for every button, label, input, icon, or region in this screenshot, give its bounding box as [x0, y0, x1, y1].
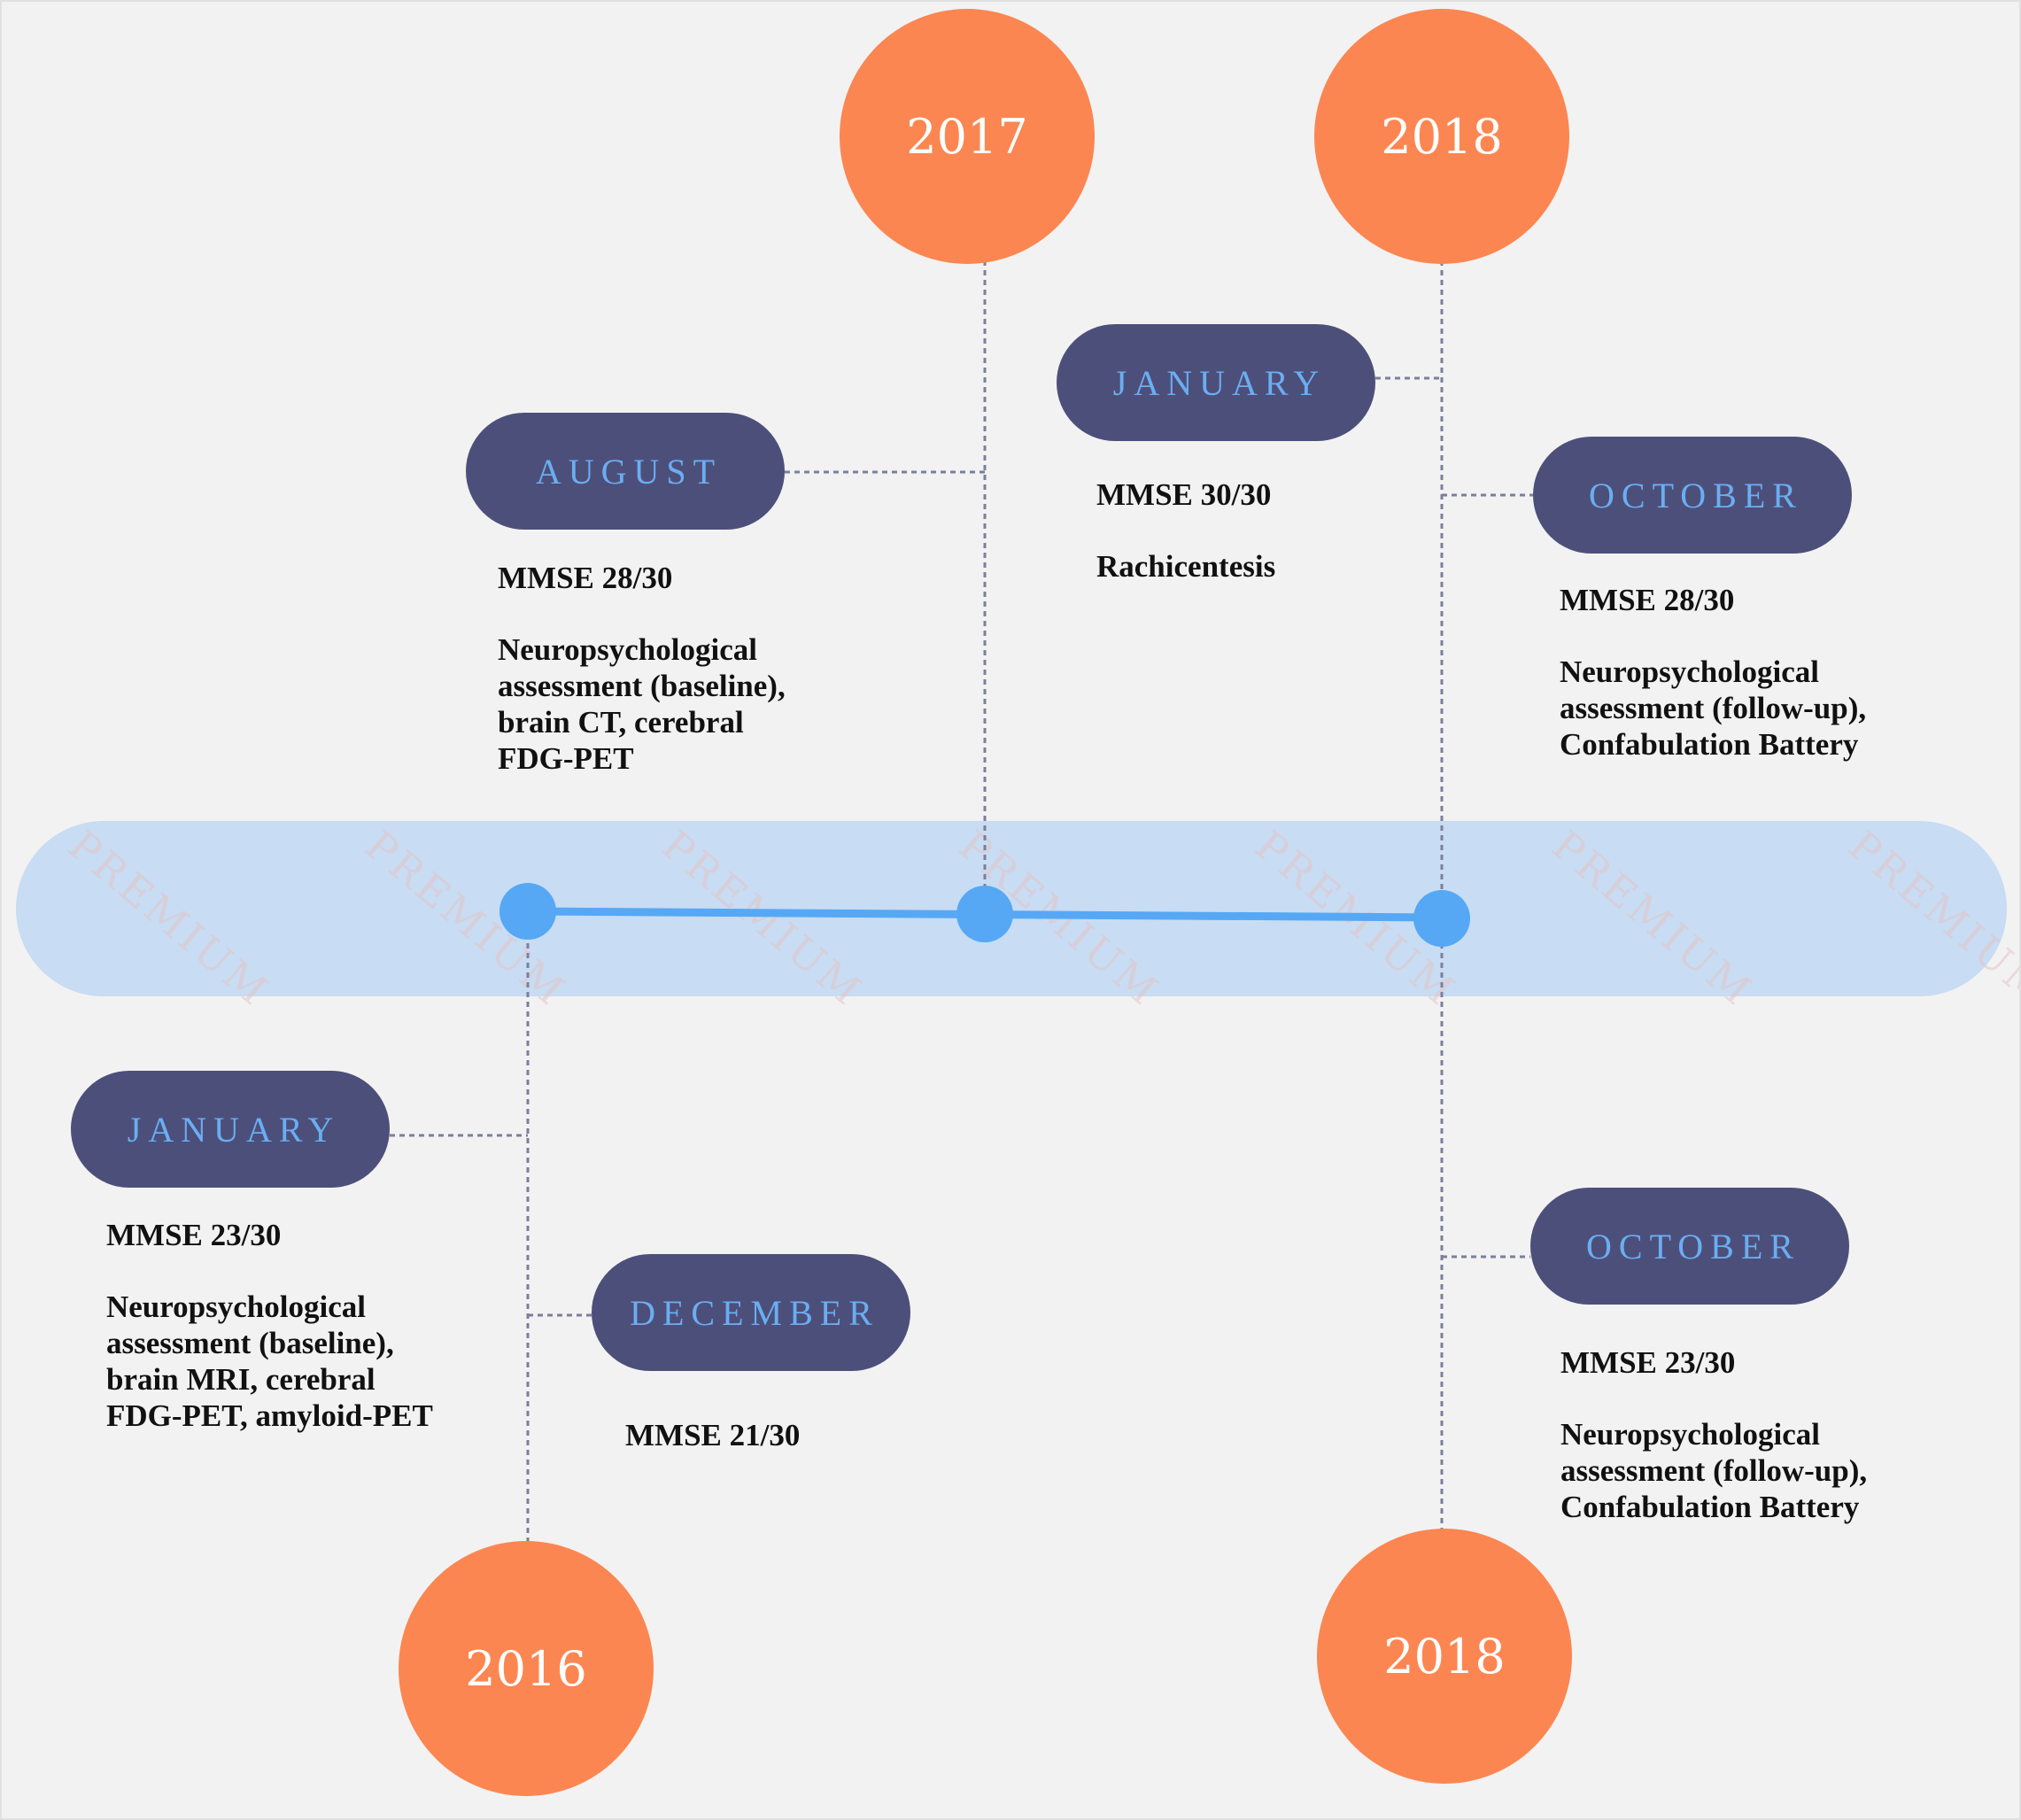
event-note-october-2018-bottom: MMSE 23/30 Neuropsychological assessment… — [1560, 1344, 1867, 1525]
month-pill-december-2016: DECEMBER — [592, 1254, 910, 1371]
mmse-score: MMSE 21/30 — [625, 1418, 801, 1452]
month-pill-january-2016: JANUARY — [71, 1071, 390, 1188]
mmse-score: MMSE 30/30 — [1096, 477, 1272, 512]
mmse-score: MMSE 23/30 — [1560, 1345, 1736, 1380]
event-note-october-2018-top: MMSE 28/30 Neuropsychological assessment… — [1560, 582, 1866, 763]
event-note-december-2016: MMSE 21/30 — [625, 1417, 800, 1489]
mmse-score: MMSE 23/30 — [106, 1218, 282, 1252]
event-detail: Neuropsychological assessment (baseline)… — [106, 1289, 433, 1433]
year-circle-2018-top: 2018 — [1314, 9, 1569, 264]
month-pill-august-2017: AUGUST — [466, 413, 785, 530]
year-circle-2018-bottom: 2018 — [1317, 1529, 1572, 1784]
month-pill-october-2018-top: OCTOBER — [1533, 437, 1852, 554]
mmse-score: MMSE 28/30 — [498, 561, 673, 595]
year-circle-2017: 2017 — [840, 9, 1095, 264]
event-detail: Rachicentesis — [1096, 549, 1276, 584]
timeline-node-2016 — [499, 883, 556, 940]
event-note-august-2017: MMSE 28/30 Neuropsychological assessment… — [498, 560, 786, 777]
month-pill-october-2018-bottom: OCTOBER — [1530, 1188, 1849, 1305]
event-note-january-2018: MMSE 30/30 Rachicentesis — [1096, 476, 1275, 585]
event-detail: Neuropsychological assessment (baseline)… — [498, 632, 786, 776]
timeline-node-2017 — [956, 886, 1013, 942]
year-circle-2016: 2016 — [399, 1541, 654, 1796]
event-detail: Neuropsychological assessment (follow-up… — [1560, 654, 1867, 762]
timeline-node-2018 — [1413, 890, 1470, 947]
event-detail: Neuropsychological assessment (follow-up… — [1560, 1417, 1868, 1524]
event-note-january-2016: MMSE 23/30 Neuropsychological assessment… — [106, 1217, 433, 1434]
mmse-score: MMSE 28/30 — [1560, 583, 1735, 617]
month-pill-january-2018: JANUARY — [1057, 324, 1375, 441]
